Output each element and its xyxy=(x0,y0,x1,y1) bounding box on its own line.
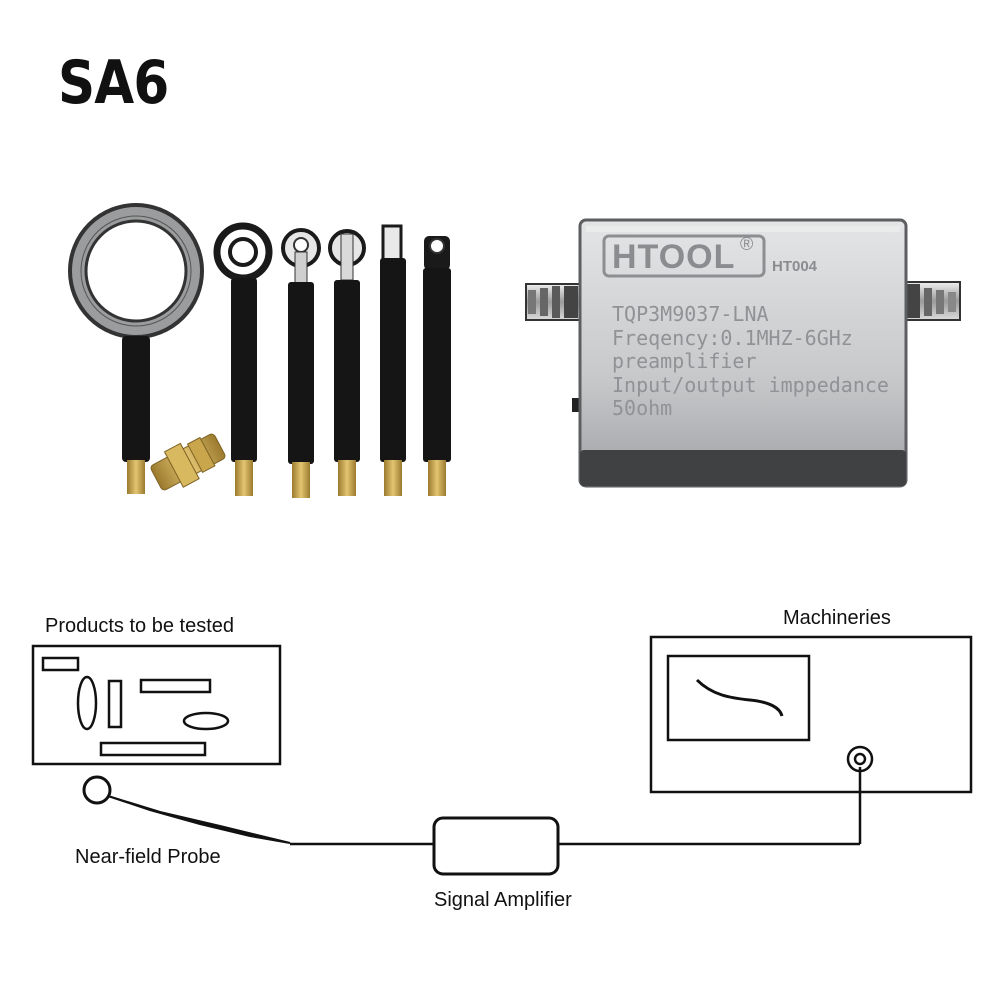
probe-tip-blade xyxy=(328,229,366,496)
signal-chain-cable xyxy=(290,767,862,846)
amplifier-line-1: TQP3M9037-LNA xyxy=(612,302,769,326)
probe-tiny-loop xyxy=(423,236,451,496)
amplifier-registered-mark: ® xyxy=(740,234,754,254)
amplifier-brand: HTOOL xyxy=(612,238,736,276)
probe-ring-medium xyxy=(213,222,273,496)
signal-amplifier-box xyxy=(432,816,560,876)
probe-ring-small xyxy=(281,228,321,498)
page-title: SA6 xyxy=(58,48,169,118)
amplifier-line-5: 50ohm xyxy=(612,396,673,420)
probe-stub xyxy=(380,224,406,496)
amplifier-box xyxy=(525,218,961,488)
amplifier-line-4: Input/output imppedance xyxy=(612,373,889,397)
amplifier-model: HT004 xyxy=(772,258,818,275)
probe-large-loop xyxy=(68,203,204,494)
probe-label: Near-field Probe xyxy=(75,846,221,868)
near-field-probe-sketch xyxy=(82,775,291,844)
signal-amplifier-label: Signal Amplifier xyxy=(434,889,572,911)
machineries-instrument xyxy=(649,635,973,794)
sma-adapter xyxy=(150,433,226,491)
amplifier-line-3: preamplifier xyxy=(612,349,757,373)
machineries-label: Machineries xyxy=(783,607,891,629)
products-label: Products to be tested xyxy=(45,615,235,637)
amplifier-line-2: Freqency:0.1MHZ-6GHz xyxy=(612,326,853,350)
products-under-test-board xyxy=(31,644,282,766)
